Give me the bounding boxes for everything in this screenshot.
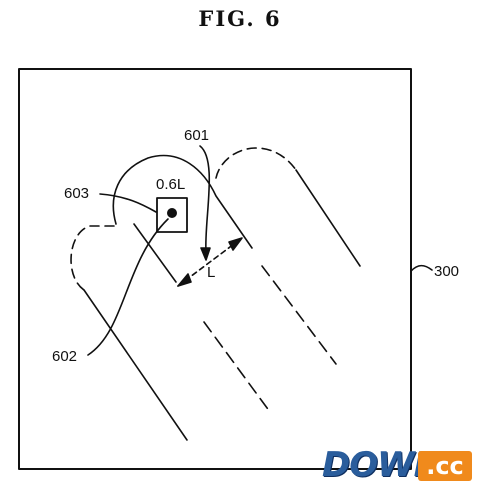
middle-finger-outline bbox=[112, 154, 253, 249]
touch-point bbox=[167, 208, 178, 219]
width-arrow-right bbox=[228, 237, 243, 251]
panel-border bbox=[18, 68, 412, 470]
middle-finger-lower-edge bbox=[203, 321, 271, 413]
label-601: 601 bbox=[184, 127, 209, 144]
middle-finger-left-edge bbox=[133, 223, 177, 283]
right-finger-tip bbox=[215, 147, 297, 179]
watermark-logo: DOWN .cc bbox=[322, 445, 472, 485]
watermark-suffix: .cc bbox=[418, 451, 472, 481]
label-300: 300 bbox=[434, 263, 459, 280]
label-width: L bbox=[207, 264, 215, 281]
width-arrow-left bbox=[177, 273, 192, 287]
right-finger-edge bbox=[295, 169, 361, 267]
left-finger-tip bbox=[70, 225, 115, 291]
touch-box bbox=[156, 197, 188, 233]
leader-603 bbox=[99, 193, 157, 213]
leader-300 bbox=[410, 264, 433, 272]
label-box-size: 0.6L bbox=[156, 176, 185, 193]
label-603: 603 bbox=[64, 185, 89, 202]
leader-601-arrow bbox=[200, 247, 211, 261]
leader-601 bbox=[199, 145, 211, 253]
label-602: 602 bbox=[52, 348, 77, 365]
right-finger-lower-edge bbox=[261, 265, 337, 365]
leader-602 bbox=[87, 218, 169, 356]
figure-title: FIG. 6 bbox=[198, 6, 282, 31]
left-finger-edge bbox=[83, 289, 188, 441]
